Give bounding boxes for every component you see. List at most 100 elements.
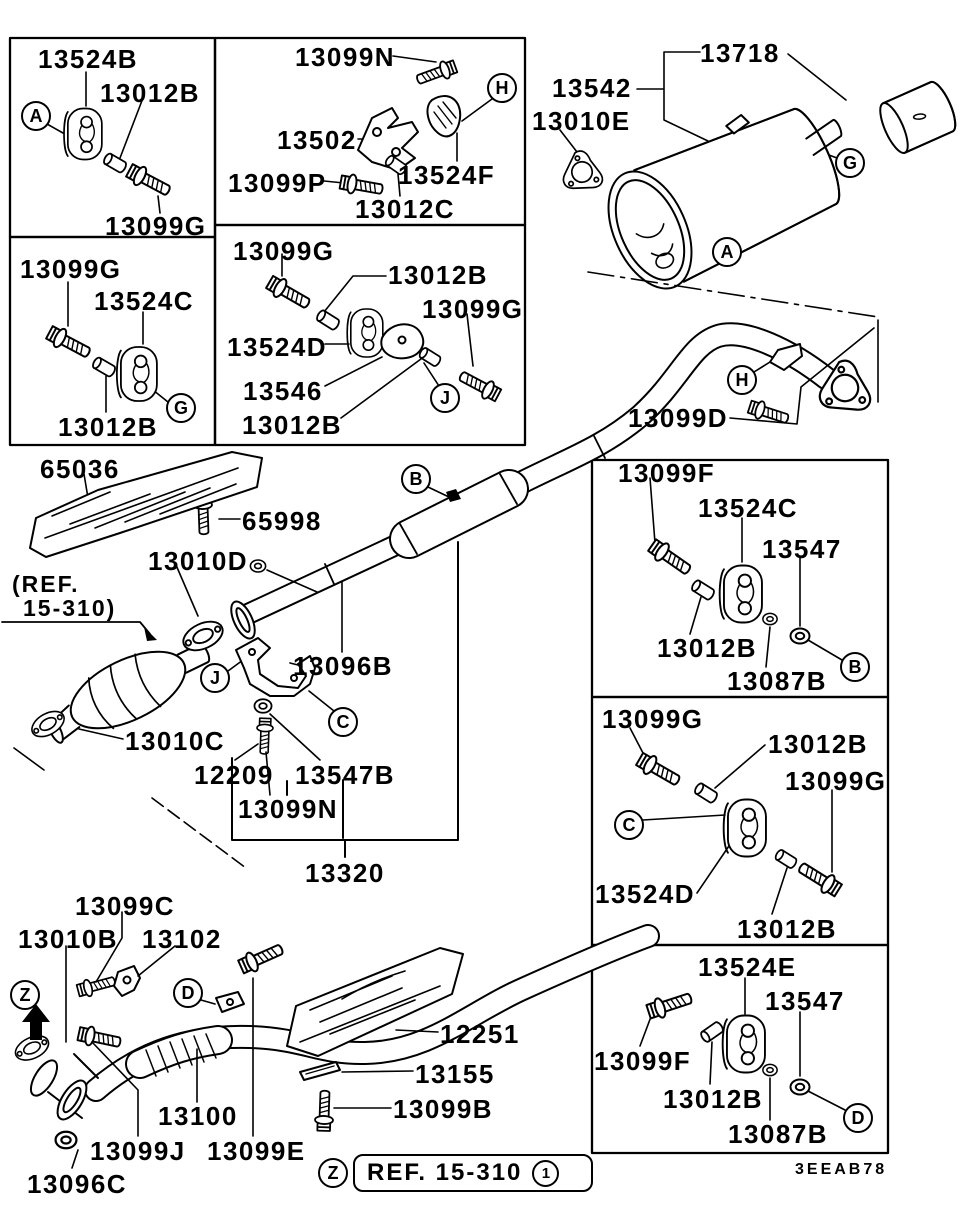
ref-note-line1: (REF. [12, 571, 80, 597]
clamp-13155 [299, 1061, 341, 1081]
part-label-13087b-box-d: 13087B [728, 1119, 829, 1149]
view-cut-lines [13, 271, 879, 869]
part-label-13099g-box-a: 13099G [105, 211, 207, 241]
part-label-12209: 12209 [194, 760, 274, 790]
callout-d-pipe: D [173, 978, 203, 1008]
spacer-13012b [417, 345, 443, 369]
part-label-65036: 65036 [40, 454, 120, 484]
part-label-13012b-box-a: 13012B [100, 78, 201, 108]
spacer-13012b [314, 308, 342, 332]
part-label-13320: 13320 [305, 858, 385, 888]
callout-g-muffler: G [835, 148, 865, 178]
drawing-code: 3EEAB78 [795, 1161, 888, 1178]
part-label-13099f-box-d: 13099F [594, 1046, 692, 1076]
part-label-13718: 13718 [700, 38, 780, 68]
bracket-13546 [380, 323, 425, 360]
bolt-13099g [43, 322, 95, 364]
detail-box-d-parts [639, 977, 846, 1121]
part-label-13099g-box-j-2: 13099G [422, 294, 524, 324]
part-label-13012b-box-b: 13012B [657, 633, 758, 663]
callout-a-muffler: A [712, 237, 742, 267]
callout-g-box: G [166, 393, 196, 423]
callout-a-box: A [21, 101, 51, 131]
rubber-hanger-13524d [346, 308, 384, 358]
part-label-13012b-box-c-1: 13012B [768, 729, 869, 759]
muffler-leaders [559, 51, 847, 248]
part-label-13524b-box-a: 13524B [38, 44, 139, 74]
part-label-13010e: 13010E [532, 106, 631, 136]
bracket-13096b-group [231, 541, 459, 858]
part-label-13100: 13100 [158, 1101, 238, 1131]
callout-h-box: H [487, 73, 517, 103]
bracket-13102 [113, 965, 141, 997]
callout-j-pipe: J [200, 663, 230, 693]
part-label-13012b-box-g: 13012B [58, 412, 159, 442]
center-pipe-13320 [237, 322, 838, 625]
bolt-13099g [123, 160, 175, 202]
part-label-13542: 13542 [552, 73, 632, 103]
spacer-13012b [101, 151, 129, 175]
footer-ref-number-badge: 1 [532, 1159, 560, 1187]
bolt-13099j [75, 1023, 124, 1053]
heat-shield-12251 [286, 947, 464, 1057]
callout-h-pipe: H [727, 365, 757, 395]
callout-z-footer: Z [318, 1158, 348, 1188]
part-label-65998: 65998 [242, 506, 322, 536]
part-label-13010b: 13010B [18, 924, 119, 954]
detail-box-frames [8, 36, 890, 1155]
leader-b-callout [427, 486, 450, 498]
callout-b-pipe: B [401, 464, 431, 494]
part-label-13010d: 13010D [148, 546, 249, 576]
part-label-13096b: 13096B [293, 651, 394, 681]
part-label-13087b-box-b: 13087B [727, 666, 828, 696]
ref-arrow [1, 621, 157, 641]
callout-d-box: D [843, 1103, 873, 1133]
front-pipe-13100 [29, 924, 660, 1121]
detail-box-j-parts [263, 253, 504, 419]
muffler-13542 [607, 107, 843, 290]
part-label-13012b-box-d: 13012B [663, 1084, 764, 1114]
part-label-13502-box-h: 13502 [277, 125, 357, 155]
part-label-13524d-box-c: 13524D [595, 879, 696, 909]
tail-pipe-13718 [879, 80, 957, 154]
pipe-inlet-flange [230, 600, 256, 640]
bolt-13099g [263, 272, 315, 314]
ref-note-line2: 15-310) [23, 595, 117, 621]
part-label-13099g-box-j-1: 13099G [233, 236, 335, 266]
part-label-13099j: 13099J [90, 1136, 186, 1166]
bolt-13099c [75, 971, 118, 1000]
part-label-13012c-box-h: 13012C [355, 194, 456, 224]
part-label-13547-box-d: 13547 [765, 986, 845, 1016]
part-label-13547-box-b: 13547 [762, 534, 842, 564]
catalytic-converter [47, 643, 211, 744]
part-label-13099g-box-c-2: 13099G [785, 766, 887, 796]
bolt-13099d-group [729, 327, 875, 429]
spacer-13012b [90, 355, 118, 379]
part-label-13099g-box-g: 13099G [20, 254, 122, 284]
part-label-13099p-box-h: 13099P [228, 168, 327, 198]
z-direction-arrow [22, 1004, 50, 1040]
heat-shield-65036 [29, 451, 263, 558]
part-label-13547b: 13547B [295, 760, 396, 790]
detail-box-b-parts [645, 477, 843, 668]
footer-ref-label: REF. 15-310 [367, 1159, 523, 1186]
nut-13096c [54, 1130, 78, 1150]
pipe-bracket-h [753, 343, 803, 373]
part-label-13099e: 13099E [207, 1136, 306, 1166]
detail-box-a-parts [46, 71, 175, 214]
detail-box-c-parts [629, 727, 845, 915]
part-label-13524c-box-g: 13524C [94, 286, 195, 316]
part-label-13524f-box-h: 13524F [398, 160, 496, 190]
rubber-pad-13524f [426, 95, 462, 138]
bolt-13099b [313, 1089, 335, 1133]
part-label-13524d-box-j: 13524D [227, 332, 328, 362]
footer-ref-box: REF. 15-310 1 [353, 1154, 593, 1192]
callout-b-box: B [840, 652, 870, 682]
detail-box-g-parts [43, 281, 169, 413]
callout-j-box: J [430, 383, 460, 413]
detail-box-h-parts [323, 55, 493, 200]
bottom-leaders [65, 911, 439, 1169]
part-label-13012b-box-j-2: 13012B [242, 410, 343, 440]
